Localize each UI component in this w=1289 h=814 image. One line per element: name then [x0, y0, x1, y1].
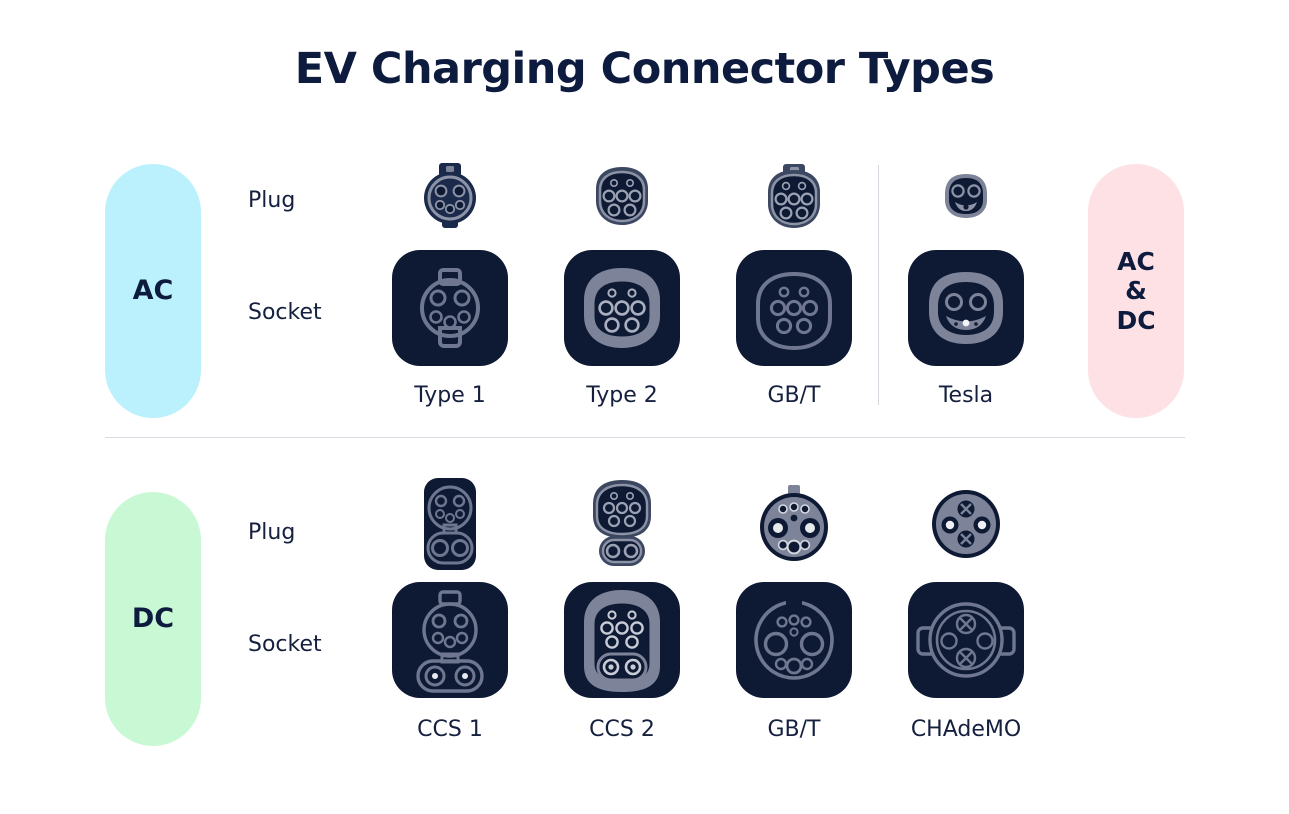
gbt-dc-socket-icon [736, 582, 852, 698]
page-title: EV Charging Connector Types [294, 44, 995, 94]
badge-ac-label: AC [132, 275, 174, 307]
caption-ccs2: CCS 2 [589, 717, 655, 742]
tesla-plug-icon [945, 174, 987, 218]
caption-gbt-ac: GB/T [767, 383, 821, 408]
section-divider [105, 437, 1185, 438]
badge-ac-dc: AC & DC [1088, 164, 1184, 418]
type1-plug-icon [424, 163, 476, 228]
ccs1-socket [392, 582, 508, 698]
caption-tesla: Tesla [938, 383, 994, 408]
gbt-ac-plug-icon [768, 164, 820, 228]
ccs2-plug-icon [593, 480, 651, 566]
tesla-socket-icon [908, 250, 1024, 366]
type2-plug-icon [596, 167, 648, 225]
caption-type1: Type 1 [414, 383, 486, 408]
caption-gbt-dc: GB/T [767, 717, 821, 742]
ac-column-divider [878, 165, 879, 405]
ccs2-socket-icon [564, 582, 680, 698]
row-label-socket-dc: Socket [248, 632, 322, 657]
type2-socket [564, 250, 680, 366]
caption-type2: Type 2 [586, 383, 658, 408]
row-label-plug-dc: Plug [248, 520, 296, 545]
gbt-dc-socket [736, 582, 852, 698]
caption-ccs1: CCS 1 [417, 717, 483, 742]
badge-acdc-line3: DC [1116, 305, 1156, 335]
ccs2-plug [570, 478, 674, 570]
badge-ac: AC [105, 164, 201, 418]
gbt-dc-plug [742, 478, 846, 570]
tesla-socket [908, 250, 1024, 366]
ccs1-plug [398, 478, 502, 570]
chademo-plug-icon [932, 490, 1000, 558]
badge-dc-label: DC [131, 603, 175, 635]
type2-plug [570, 160, 674, 232]
caption-chademo: CHAdeMO [910, 717, 1022, 742]
row-label-socket-ac: Socket [248, 300, 322, 325]
chademo-socket-icon [908, 582, 1024, 698]
ccs2-socket [564, 582, 680, 698]
type1-socket [392, 250, 508, 366]
chademo-plug [914, 478, 1018, 570]
gbt-ac-socket-icon [736, 250, 852, 366]
tesla-plug [914, 160, 1018, 232]
chademo-socket [908, 582, 1024, 698]
type1-plug [398, 160, 502, 232]
ccs1-plug-icon [424, 478, 476, 570]
gbt-dc-plug-icon [760, 485, 828, 561]
gbt-ac-plug [742, 160, 846, 232]
type1-socket-icon [392, 250, 508, 366]
badge-acdc-line2: & [1125, 276, 1147, 306]
badge-dc: DC [105, 492, 201, 746]
badge-acdc-line1: AC [1117, 246, 1155, 276]
ccs1-socket-icon [392, 582, 508, 698]
gbt-ac-socket [736, 250, 852, 366]
type2-socket-icon [564, 250, 680, 366]
row-label-plug-ac: Plug [248, 188, 296, 213]
